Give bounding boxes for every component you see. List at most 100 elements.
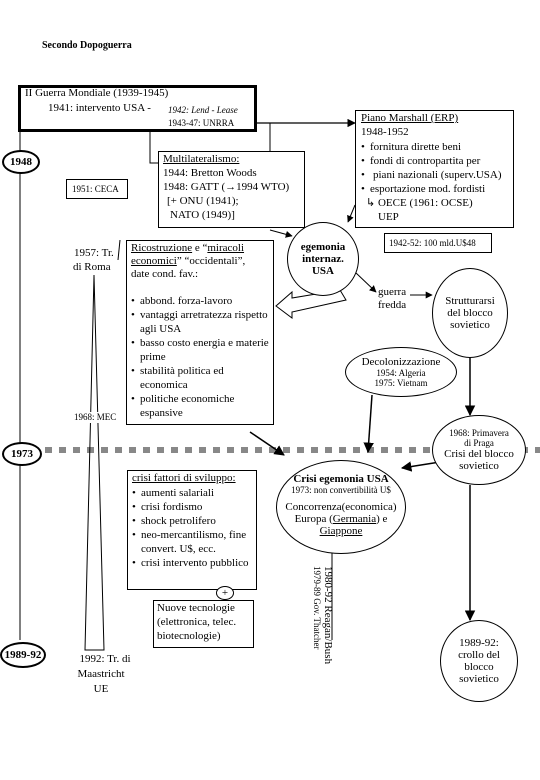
lend-lease: 1942: Lend - Lease [168, 105, 238, 115]
soviet-collapse-node: 1989-92: crollo del blocco sovietico [440, 620, 518, 702]
reconstruction-and: e “ [192, 242, 208, 254]
unrra: 1943-47: UNRRA [168, 118, 235, 128]
crisis-item: neo-mercantilismo, fine convert. U$, ecc… [132, 528, 254, 556]
collapse-l3: blocco [464, 661, 494, 673]
economic-label: economici [131, 255, 177, 267]
and: ) e [376, 513, 388, 525]
crisis-item: aumenti salariali [132, 486, 254, 500]
thatcher: 1979-89 Gov. Thatcher [312, 566, 322, 650]
marshall-item: fornitura dirette beni [361, 140, 502, 154]
collapse-l2: crollo del [458, 649, 500, 661]
ww2-box [18, 85, 257, 132]
hegemony-l3: USA [311, 265, 334, 277]
germany: Germania [332, 513, 377, 525]
eu-integration-shape [84, 274, 105, 651]
new-tech-l3: biotecnologie) [157, 630, 221, 642]
year-1989: 1989-92 [0, 642, 46, 668]
marshall-title: Piano Marshall (ERP) [361, 112, 459, 124]
rome-treaty-2: di Roma [73, 261, 111, 273]
crisis-factors-list: aumenti salariali crisi fordismo shock p… [132, 486, 254, 570]
marshall-item: fondi di contropartita per [361, 154, 502, 168]
prague-l3: Crisi del blocco [444, 448, 514, 460]
reconstruction-item: abbond. forza-lavoro [131, 294, 271, 308]
marshall-list: fornitura dirette beni fondi di contropa… [361, 140, 502, 196]
europe: Europa ( [294, 513, 333, 525]
oece: OECE (1961: OCSE) [377, 197, 473, 209]
crisis-item: crisi fordismo [132, 500, 254, 514]
new-tech-l2: (elettronica, telec. [157, 616, 237, 628]
prague-l4: sovietico [459, 460, 499, 472]
marshall-years: 1948-1952 [361, 126, 409, 138]
miracles-label: miracoli [207, 242, 245, 254]
reagan-bush: 1980-92 Reagan/Bush [322, 566, 334, 665]
us-hegemony-node: egemonia internaz. USA [287, 222, 359, 296]
us-hegemony-crisis-node: Crisi egemonia USA 1973: non convertibil… [276, 460, 406, 554]
reconstruction-item: basso costo energia e materie prime [131, 336, 271, 364]
new-tech-box [153, 600, 254, 648]
oece-line: ↳ OECE (1961: OCSE) [366, 197, 473, 210]
multilateralism-box [158, 151, 305, 228]
mec: 1968: MEC [74, 412, 117, 423]
marshall-funds: 1942-52: 100 mld.U$48 [389, 238, 476, 248]
hegemony-l1: egemonia [300, 241, 346, 253]
ceca: 1951: CECA [72, 184, 119, 194]
maastricht-2: Maastricht [77, 668, 125, 680]
cold-war-l1: guerra [378, 286, 407, 298]
decolonization-title: Decolonizzazione [361, 356, 441, 368]
ceca-box [66, 179, 128, 199]
crisis-usa-title: Crisi egemonia USA [293, 473, 389, 485]
prague-l1: 1968: Primavera [449, 428, 509, 438]
reconstruction-item: politiche economiche espansive [131, 392, 271, 420]
year-1973-label: 1973 [11, 448, 33, 460]
gatt: 1948: GATT (→1994 WTO) [163, 181, 290, 193]
arrow-icon: ↳ [366, 197, 378, 209]
collapse-l1: 1989-92: [459, 637, 499, 649]
us-intervention: 1941: intervento USA - [48, 102, 151, 114]
nato: NATO (1949)] [170, 209, 235, 221]
crisis-item: shock petrolifero [132, 514, 254, 528]
cold-war: guerra fredda [378, 286, 406, 312]
soviet-l3: sovietico [450, 319, 490, 331]
reconstruction-label: Ricostruzione [131, 242, 193, 254]
europe-line: Europa (Germania) e [295, 513, 388, 525]
competition: Concorrenza(economica) [285, 501, 397, 513]
cold-war-l2: fredda [378, 299, 407, 312]
ww2-title: II Guerra Mondiale (1939-1945) [25, 87, 169, 99]
page-title: Secondo Dopoguerra [42, 40, 132, 51]
year-1948-label: 1948 [10, 156, 32, 168]
favourable-conditions: date cond. fav.: [131, 268, 199, 280]
year-1948: 1948 [2, 150, 40, 174]
reconstruction-title: Ricostruzione e “miracoli economici” “oc… [131, 242, 271, 281]
prague-node: 1968: Primavera di Praga Crisi del blocc… [432, 415, 526, 485]
prague-l2: di Praga [464, 438, 494, 448]
maastricht-1: 1992: Tr. di [79, 653, 131, 665]
crisis-item: crisi intervento pubblico [132, 556, 254, 570]
decolonization-node: Decolonizzazione 1954: Algeria 1975: Vie… [345, 347, 457, 397]
multilateralism-title: Multilateralismo: [163, 153, 240, 165]
algeria: 1954: Algeria [376, 368, 426, 378]
japan: Giappone [319, 525, 363, 537]
reconstruction-item: vantaggi arretratezza rispetto agli USA [131, 308, 271, 336]
soviet-l2: del blocco [447, 307, 493, 319]
year-1973: 1973 [2, 442, 42, 466]
marshall-funds-box [384, 233, 492, 253]
uep: UEP [378, 211, 399, 223]
marshall-item: piani nazionali (superv.USA) [361, 168, 502, 182]
plus-icon: + [216, 586, 234, 600]
onu: [+ ONU (1941); [167, 195, 239, 207]
hegemony-l2: internaz. [302, 253, 344, 265]
marshall-item: esportazione mod. fordisti [361, 182, 502, 196]
crisis-factors-title: crisi fattori di sviluppo: [132, 472, 236, 484]
hollow-arrow [275, 289, 347, 319]
vietnam: 1975: Vietnam [374, 378, 428, 388]
reconstruction-item: stabilità politica ed economica [131, 364, 271, 392]
new-tech-l1: Nuove tecnologie [157, 602, 235, 614]
soviet-bloc-node: Strutturarsi del blocco sovietico [432, 268, 508, 358]
plus-label: + [221, 587, 229, 599]
collapse-l4: sovietico [459, 673, 499, 685]
bretton-woods: 1944: Bretton Woods [163, 167, 257, 179]
rome-treaty-1: 1957: Tr. [74, 247, 114, 259]
soviet-l1: Strutturarsi [445, 295, 495, 307]
maastricht-3: UE [93, 683, 109, 695]
western-label: ” “occidentali”, [176, 255, 246, 267]
